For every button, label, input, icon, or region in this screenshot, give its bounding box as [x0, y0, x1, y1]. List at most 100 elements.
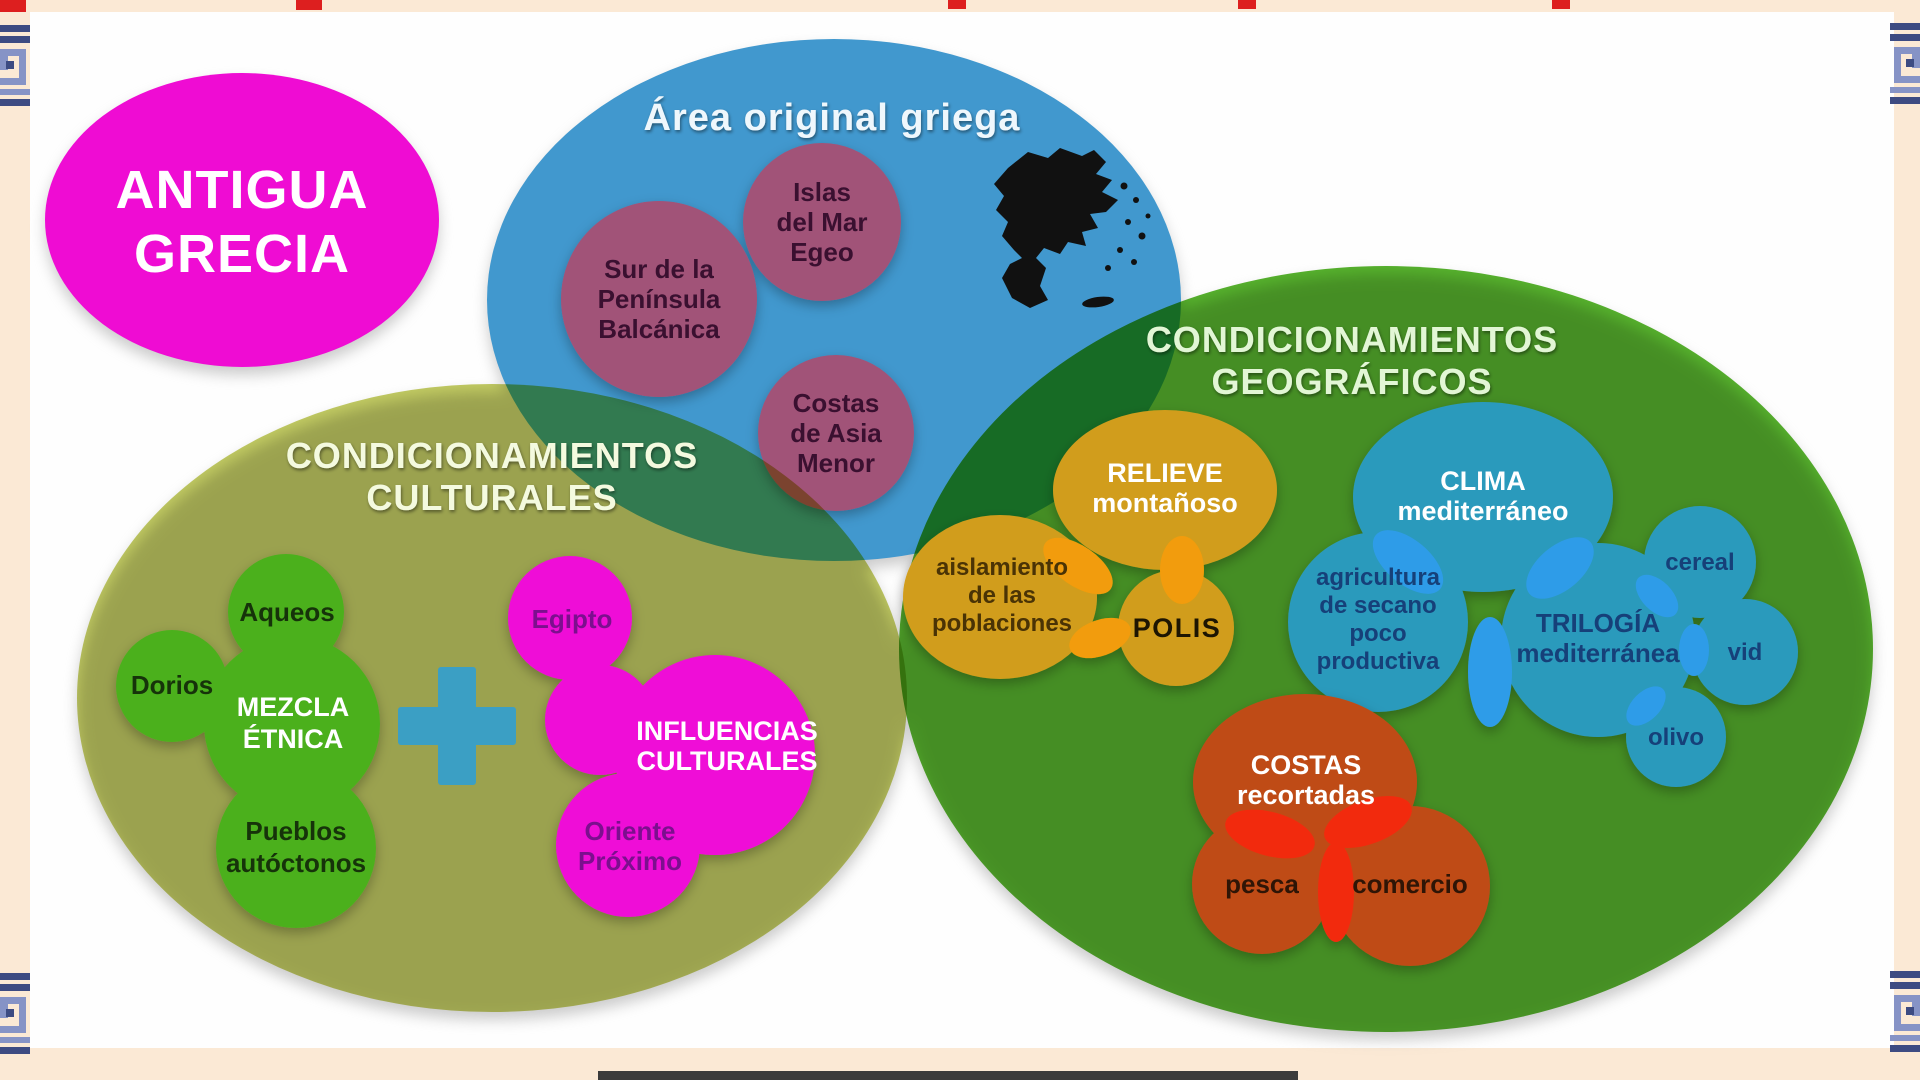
meander-spiral [0, 49, 26, 85]
meander-bar [1890, 971, 1920, 978]
greek-key-ornament-top-left [0, 25, 30, 106]
islas-line-3: Egeo [790, 237, 854, 267]
islas-line-2: del Mar [776, 207, 867, 237]
meander-bar [1890, 982, 1920, 989]
red-edge-mark [0, 0, 26, 12]
oriente-circle [556, 773, 700, 917]
greece-island [1105, 265, 1111, 271]
oriente-line-1: Oriente [584, 816, 675, 846]
climate-junction [1626, 686, 1666, 726]
costas-asia-line-1: Costas [793, 388, 880, 418]
meander-bar [0, 973, 30, 980]
polis-label: POLIS [1133, 613, 1222, 643]
meander-bar [1890, 87, 1920, 93]
meander-bar [1890, 34, 1920, 41]
meander-bar [0, 1047, 30, 1054]
climate-junction [1468, 617, 1512, 727]
climate-junction [1679, 624, 1709, 676]
relieve-line-1: RELIEVE [1107, 458, 1223, 488]
egipto-label: Egipto [532, 604, 613, 634]
egipto-circle [508, 556, 632, 680]
meander-bar [0, 984, 30, 991]
peninsula-circle [561, 201, 757, 397]
coasts-junction [1324, 796, 1412, 848]
aqueos-label: Aqueos [239, 597, 334, 627]
influences-cluster [508, 556, 815, 917]
agricultura-line-3: poco [1349, 620, 1406, 647]
agricultura-line-4: productiva [1317, 648, 1440, 675]
relief-junction [1043, 537, 1113, 595]
coasts-junction [1225, 809, 1315, 859]
climate-junction [1635, 574, 1679, 618]
red-edge-mark [1238, 0, 1256, 9]
meander-bar [1890, 1035, 1920, 1041]
trilogia-line-2: mediterránea [1516, 638, 1680, 668]
plus-vertical [438, 667, 476, 785]
red-edge-mark [948, 0, 966, 9]
mezcla-line-1: MEZCLA [237, 692, 349, 722]
costas-line-1: COSTAS [1251, 750, 1362, 780]
red-edge-mark [296, 0, 322, 10]
bottom-dark-bar [598, 1071, 1298, 1080]
cereal-circle [1644, 506, 1756, 618]
coasts-cluster [1192, 694, 1490, 966]
meander-bar [0, 1037, 30, 1043]
meander-spiral [0, 997, 26, 1033]
greece-island [1145, 213, 1151, 219]
islas-label: Islas del Mar Egeo [776, 177, 867, 267]
title-bubble [45, 73, 439, 367]
pesca-label: pesca [1225, 869, 1299, 899]
title-line-1: ANTIGUA [116, 160, 369, 220]
influencias-line-2: CULTURALES [637, 746, 818, 776]
peninsula-line-1: Sur de la [604, 254, 714, 284]
costas-asia-line-3: Menor [797, 448, 875, 478]
greece-island [1131, 259, 1137, 265]
red-edge-mark [1552, 0, 1570, 9]
meander-spiral [1894, 995, 1920, 1031]
cereal-label: cereal [1665, 549, 1734, 576]
meander-bar [1890, 1045, 1920, 1052]
greek-key-ornament-bottom-right [1890, 971, 1920, 1052]
dorios-circle [116, 630, 228, 742]
mezcla-circle [204, 636, 380, 812]
vid-label: vid [1728, 639, 1763, 666]
cultural-title-line-2: CULTURALES [366, 477, 617, 518]
greece-island [1138, 232, 1146, 240]
meander-square [6, 1009, 14, 1017]
meander-bar [0, 36, 30, 43]
ethnic-cluster [116, 554, 380, 928]
meander-bar [0, 25, 30, 32]
greece-island [1117, 247, 1123, 253]
trilogia-line-1: TRILOGÍA [1536, 608, 1660, 638]
blue-circle-title: Área original griega [644, 95, 1021, 139]
cultural-title-line-1: CONDICIONAMIENTOS [286, 435, 698, 476]
meander-square [6, 61, 14, 69]
meander-square [1906, 1007, 1914, 1015]
greece-mainland [994, 148, 1118, 308]
costas-asia-circle [758, 355, 914, 511]
peninsula-label: Sur de la Península Balcánica [598, 254, 721, 344]
aislamiento-line-2: de las [968, 582, 1036, 609]
oriente-line-2: Próximo [578, 846, 682, 876]
meander-bar [0, 99, 30, 106]
costas-line-2: recortadas [1237, 780, 1375, 810]
greece-island-crete [1082, 296, 1114, 308]
geo-title-line-1: CONDICIONAMIENTOS [1146, 319, 1558, 360]
plus-icon [398, 667, 516, 785]
comercio-label: comercio [1352, 869, 1468, 899]
costas-asia-line-2: de Asia [790, 418, 882, 448]
islas-circle [743, 143, 901, 301]
clima-line-1: CLIMA [1440, 466, 1525, 496]
pueblos-line-2: autóctonos [226, 848, 366, 878]
pueblos-line-1: Pueblos [245, 816, 346, 846]
aislamiento-line-1: aislamiento [936, 554, 1068, 581]
vid-circle [1692, 599, 1798, 705]
meander-bar [0, 89, 30, 95]
climate-junction [1372, 530, 1444, 594]
greece-map-silhouette-icon [994, 148, 1151, 308]
costas-asia-label: Costas de Asia Menor [790, 388, 882, 478]
greek-key-ornament-bottom-left [0, 973, 30, 1054]
dorios-label: Dorios [131, 670, 213, 700]
greece-island [1125, 219, 1131, 225]
